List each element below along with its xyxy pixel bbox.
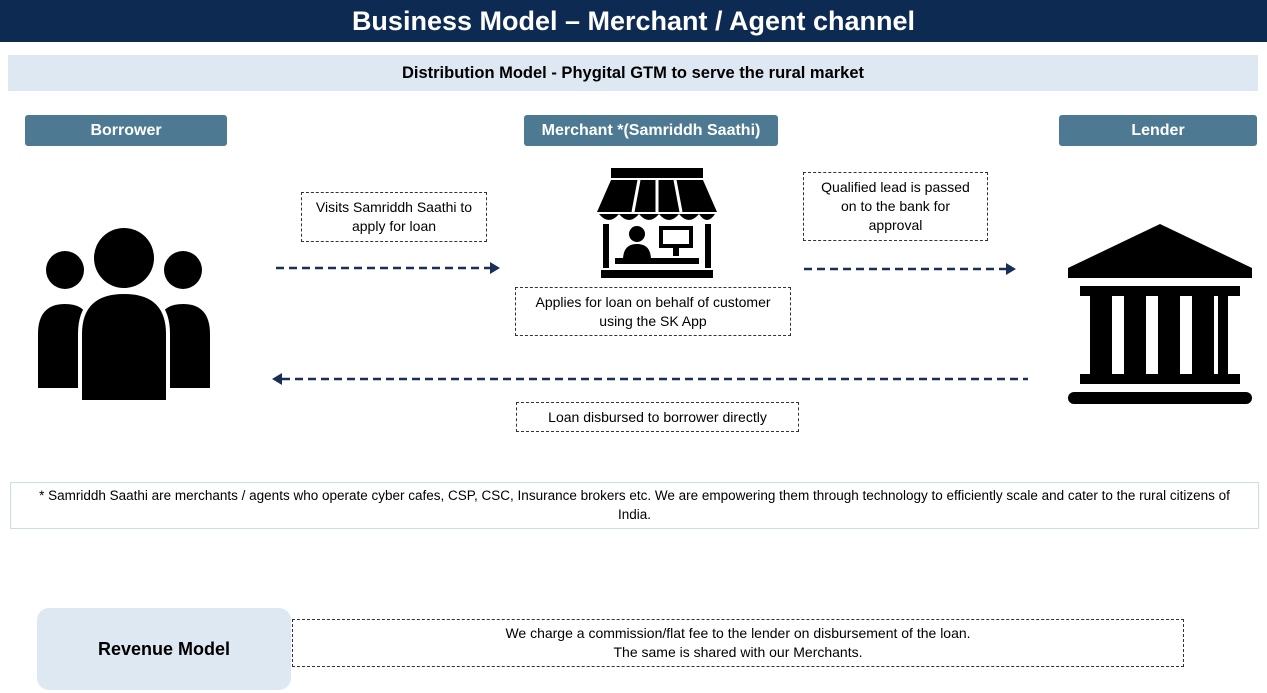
step-visit-box: Visits Samriddh Saathi to apply for loan xyxy=(301,192,487,242)
role-lender: Lender xyxy=(1059,115,1257,146)
arrow-lender-to-borrower xyxy=(272,373,1028,385)
footnote: * Samriddh Saathi are merchants / agents… xyxy=(10,482,1259,529)
step-qualified-line2: on to the bank for xyxy=(841,198,950,214)
step-visit-line1: Visits Samriddh Saathi to xyxy=(315,199,473,215)
role-merchant: Merchant *(Samriddh Saathi) xyxy=(524,115,778,146)
step-visit-line2: apply for loan xyxy=(351,218,437,234)
revenue-model-text: We charge a commission/flat fee to the l… xyxy=(292,619,1184,667)
storefront-icon xyxy=(597,168,717,278)
revenue-line2: The same is shared with our Merchants. xyxy=(613,644,863,660)
arrow-merchant-to-lender xyxy=(804,263,1016,275)
revenue-model-label: Revenue Model xyxy=(37,608,291,690)
bank-icon xyxy=(1068,224,1252,404)
step-disbursed-box: Loan disbursed to borrower directly xyxy=(516,402,799,432)
page-subtitle: Distribution Model - Phygital GTM to ser… xyxy=(8,55,1258,91)
step-disbursed-text: Loan disbursed to borrower directly xyxy=(548,408,767,425)
people-group-icon xyxy=(38,228,210,404)
arrow-borrower-to-merchant xyxy=(276,262,500,274)
step-apply-line1: Applies for loan on behalf of customer xyxy=(535,293,771,310)
step-qualified-line1: Qualified lead is passed xyxy=(821,179,970,195)
revenue-line1: We charge a commission/flat fee to the l… xyxy=(505,625,971,641)
step-apply-box: Applies for loan on behalf of customer u… xyxy=(515,287,791,336)
step-qualified-box: Qualified lead is passed on to the bank … xyxy=(803,172,988,241)
role-borrower: Borrower xyxy=(25,115,227,146)
step-qualified-line3: approval xyxy=(868,217,923,233)
step-apply-line2: using the SK App xyxy=(599,312,707,329)
page-title: Business Model – Merchant / Agent channe… xyxy=(0,0,1267,42)
